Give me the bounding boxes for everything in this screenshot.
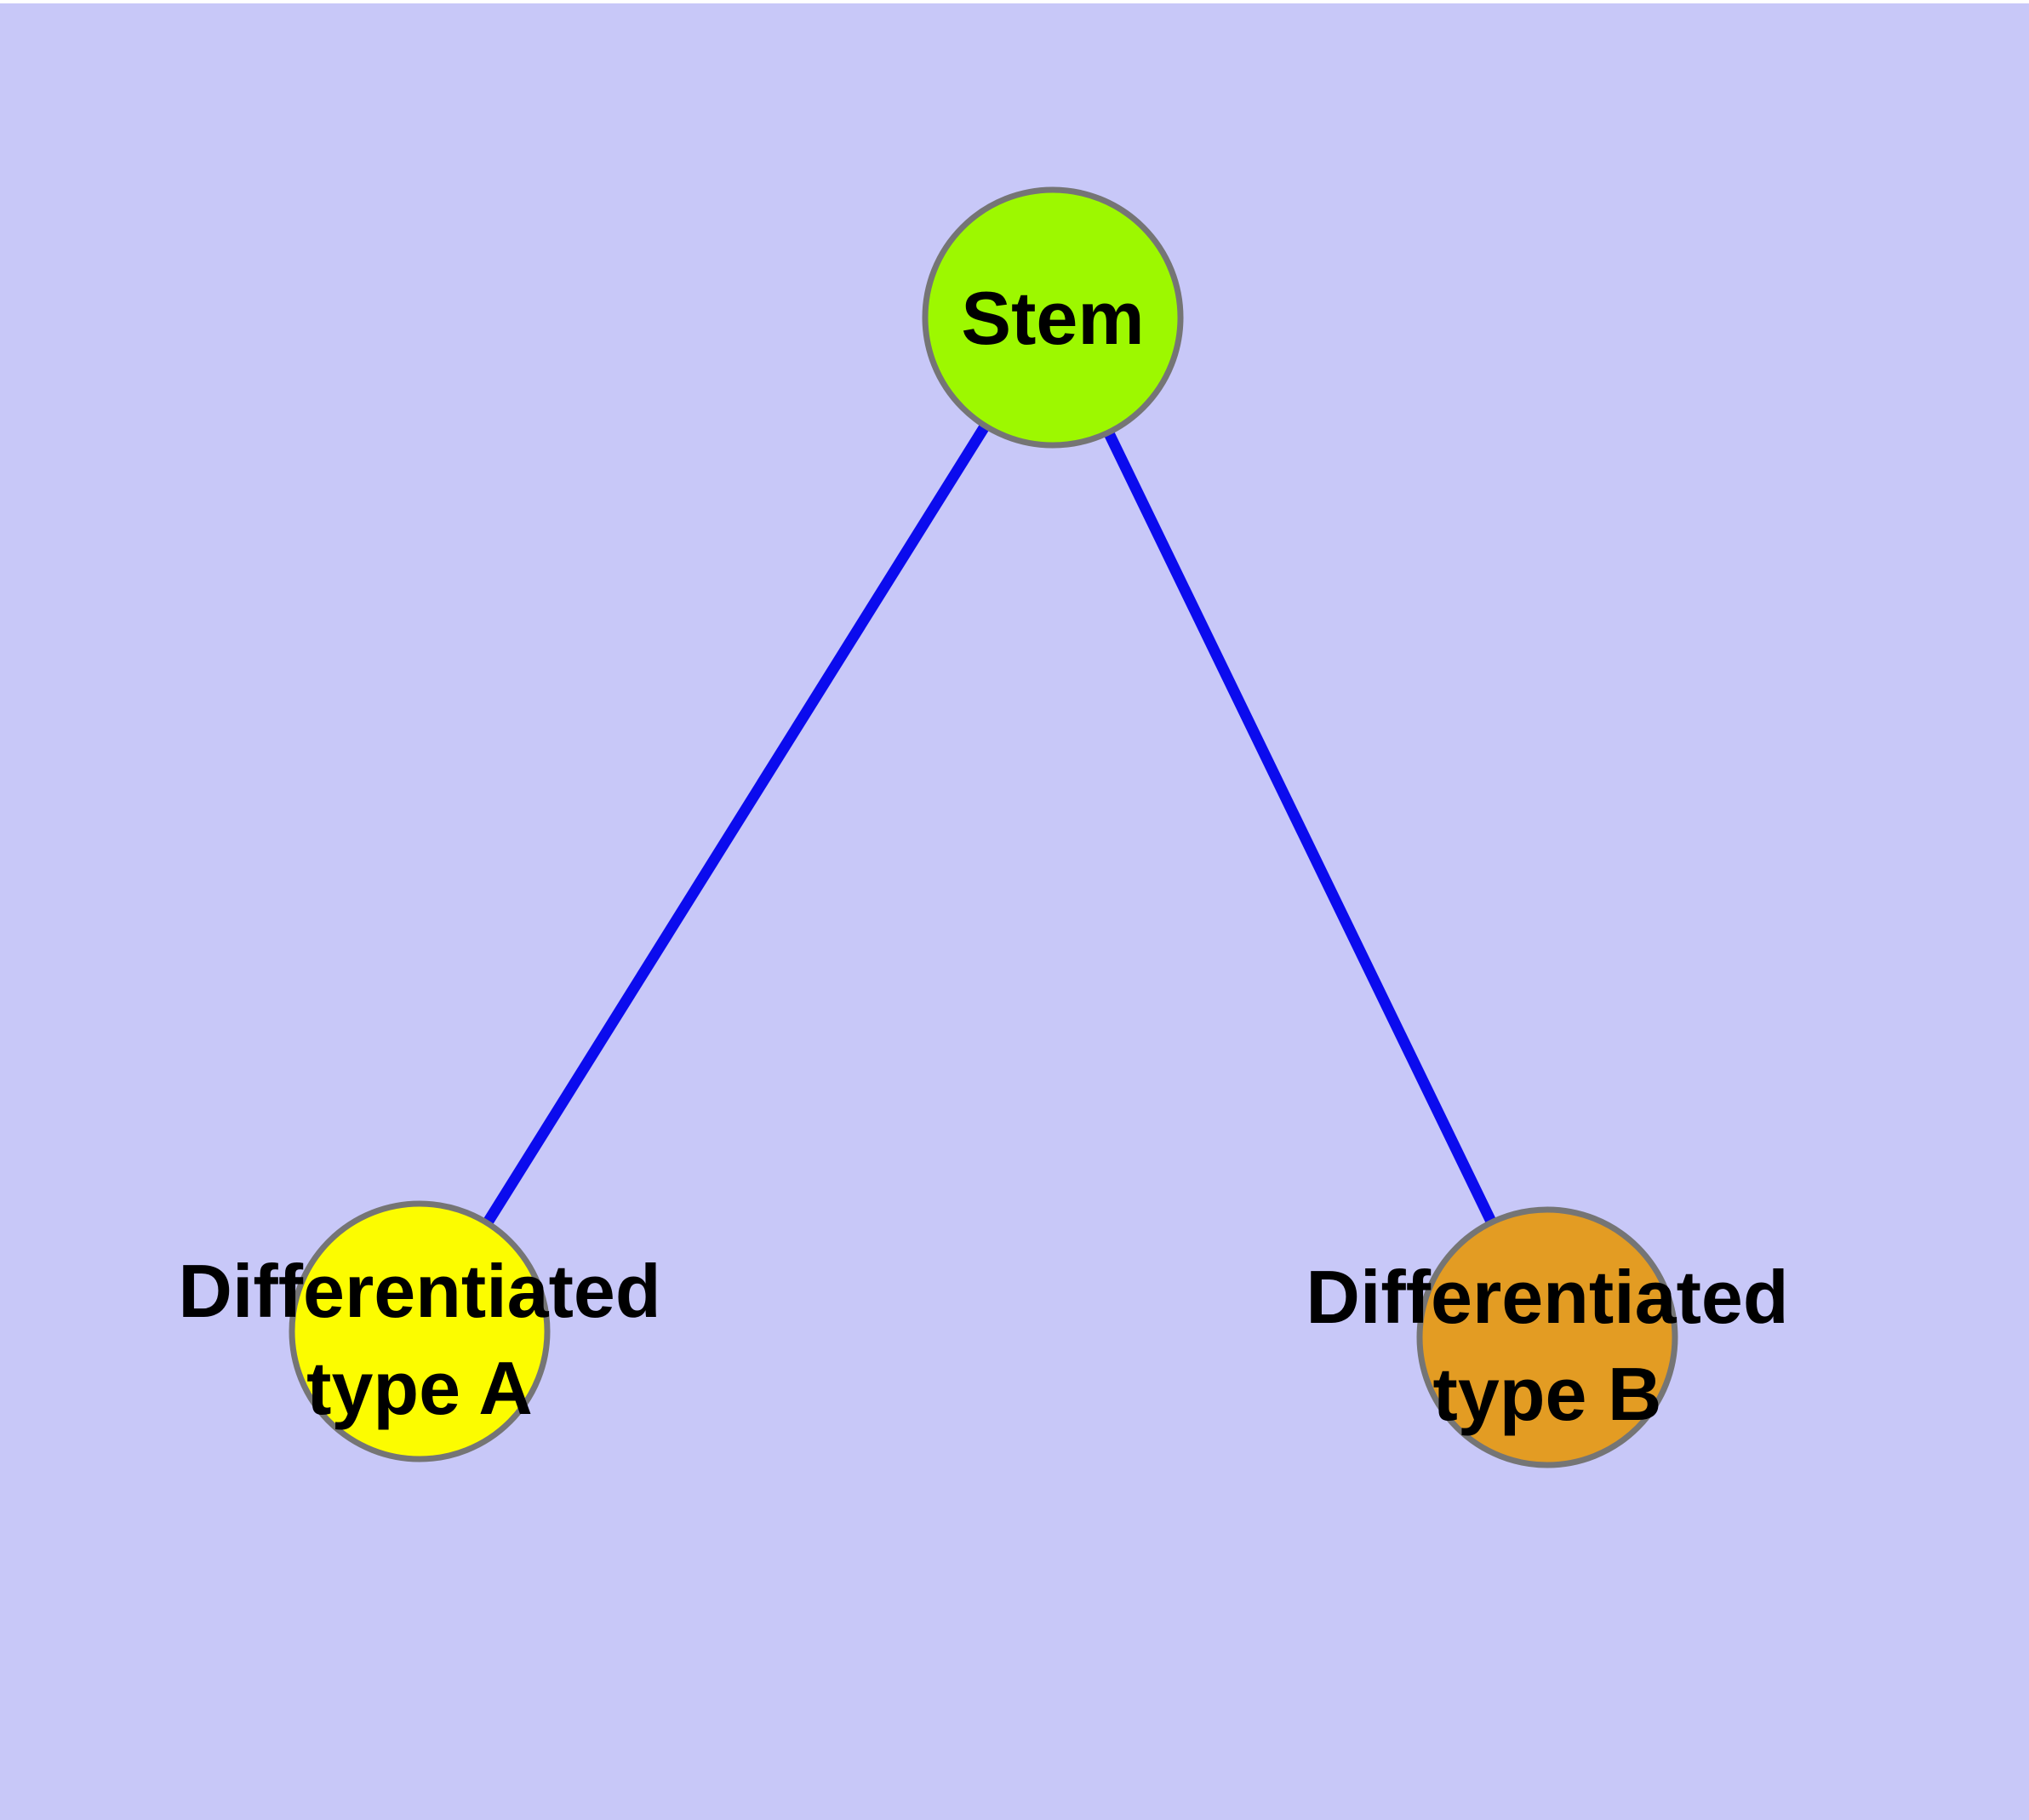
edge-stem-to-differentiated-type-a [414,314,1058,1335]
node-stem [922,186,1184,449]
node-differentiated-type-a-label-line-2: type A [306,1346,533,1430]
node-differentiated-type-b-label-line-1: Differentiated [1306,1255,1788,1339]
node-differentiated-type-b [1416,1206,1678,1468]
label-layer: Stem Differentiated type A Differentiate… [178,276,1788,1436]
edge-layer [414,314,1552,1340]
node-differentiated-type-b-label-line-2: type B [1433,1352,1662,1436]
node-stem-label: Stem [961,276,1144,360]
node-layer [289,186,1678,1468]
edge-stem-to-differentiated-type-b [1048,315,1552,1340]
node-differentiated-type-a [289,1200,551,1462]
node-differentiated-type-a-label-line-1: Differentiated [178,1249,660,1333]
